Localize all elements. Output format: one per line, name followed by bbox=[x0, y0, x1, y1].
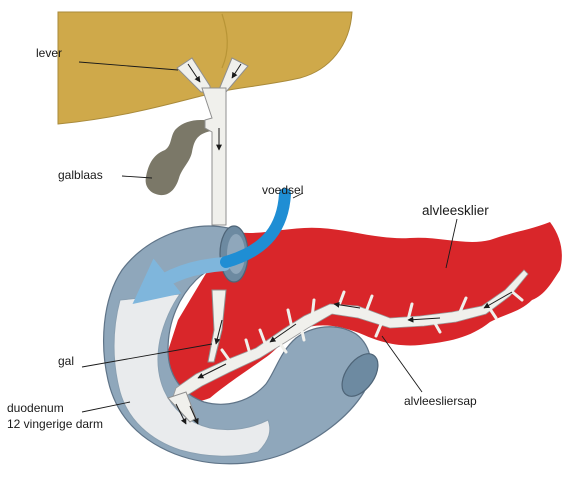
label-bile: gal bbox=[58, 355, 74, 369]
label-duodenum: duodenum bbox=[7, 402, 64, 416]
label-pancreas: alvleesklier bbox=[422, 203, 489, 219]
label-duodenum-dutch: 12 vingerige darm bbox=[7, 418, 103, 432]
label-liver: lever bbox=[36, 47, 62, 61]
liver bbox=[58, 12, 352, 124]
label-pancreatic-juice: alvleesliersap bbox=[404, 395, 477, 409]
gallbladder bbox=[146, 120, 211, 195]
label-gallbladder: galblaas bbox=[58, 169, 103, 183]
label-food: voedsel bbox=[262, 184, 303, 198]
common-bile-duct bbox=[202, 88, 226, 225]
